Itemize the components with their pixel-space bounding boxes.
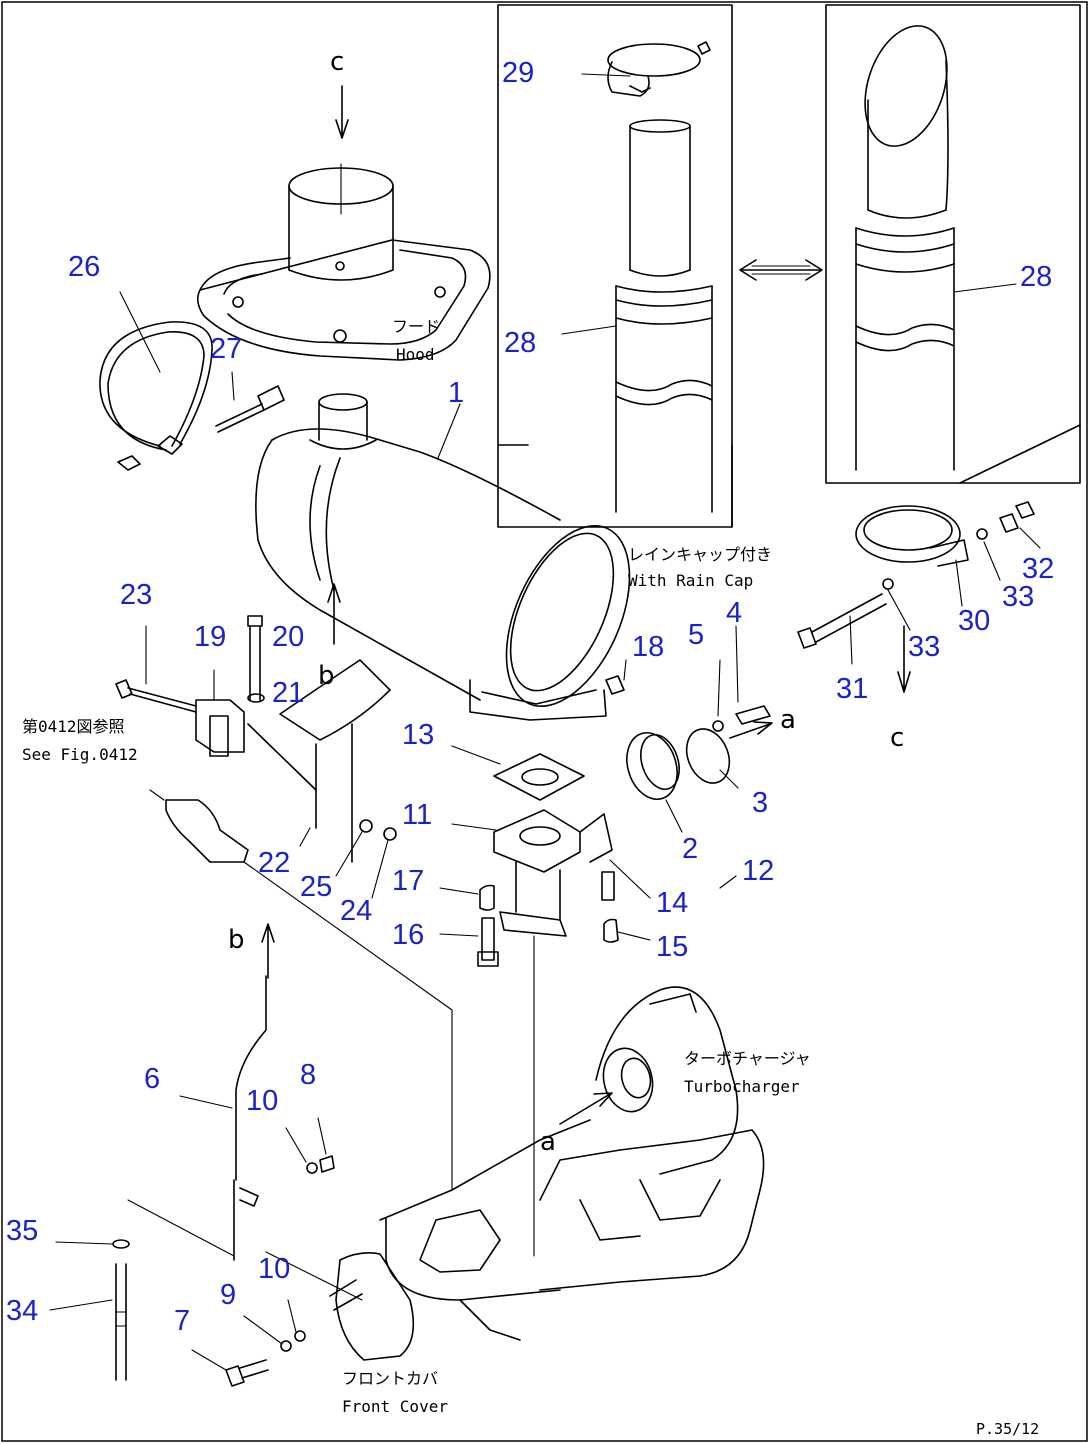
engine-bracket-part xyxy=(149,789,249,863)
bolt-23-part xyxy=(115,679,197,713)
label-front-cover-en: Front Cover xyxy=(342,1397,448,1416)
dipstick-part xyxy=(112,1239,130,1381)
washers-33 xyxy=(882,528,988,590)
callout-8: 8 xyxy=(300,1059,316,1091)
callout-32: 32 xyxy=(1022,553,1054,585)
mounting-bracket-part xyxy=(195,659,391,863)
label-rain-cap-en: With Rain Cap xyxy=(628,571,753,590)
tail-pipe-part xyxy=(615,119,713,513)
label-front-cover-jp: フロントカバ xyxy=(342,1369,438,1388)
callout-28-inset1: 28 xyxy=(504,327,536,359)
callout-20: 20 xyxy=(272,621,304,653)
callout-29: 29 xyxy=(502,57,534,89)
letter-a-lower: a xyxy=(540,1127,556,1157)
callout-10-bottom: 10 xyxy=(258,1253,290,1285)
callout-24: 24 xyxy=(340,895,372,927)
hood-part xyxy=(196,163,491,361)
bolt-27-part xyxy=(215,385,285,433)
callout-25: 25 xyxy=(300,871,332,903)
bolt-31-part xyxy=(797,593,887,649)
callout-16: 16 xyxy=(392,919,424,951)
callout-19: 19 xyxy=(194,621,226,653)
callout-6: 6 xyxy=(144,1063,160,1095)
letter-c-top: c xyxy=(330,47,344,77)
callout-9: 9 xyxy=(220,1279,236,1311)
callout-34: 34 xyxy=(6,1295,38,1327)
callout-2: 2 xyxy=(682,833,698,865)
label-see-fig-en: See Fig.0412 xyxy=(22,745,138,764)
callout-4: 4 xyxy=(726,597,742,629)
drain-tube-part xyxy=(233,975,267,1261)
bolt-20-part xyxy=(247,615,265,703)
band-clamp-part xyxy=(99,321,213,471)
rain-cap-part xyxy=(607,41,711,97)
drawing-code: P.35/12 xyxy=(976,1420,1039,1438)
label-turbo-jp: ターボチャージャ xyxy=(684,1049,811,1068)
callout-13: 13 xyxy=(402,719,434,751)
letter-c-right: c xyxy=(890,723,904,753)
small-nuts xyxy=(359,675,771,841)
callout-35: 35 xyxy=(6,1215,38,1247)
callout-1: 1 xyxy=(448,377,464,409)
callout-3: 3 xyxy=(752,787,768,819)
callout-18: 18 xyxy=(632,631,664,663)
gasket-3-part xyxy=(685,728,731,784)
ring-part xyxy=(626,732,680,800)
engine-block xyxy=(329,986,765,1361)
bolts-14-17 xyxy=(477,871,619,967)
letter-b-upper: b xyxy=(318,661,335,691)
letter-b-lower: b xyxy=(228,925,245,955)
letter-a-right: a xyxy=(780,705,796,735)
inset-angled-stack xyxy=(825,4,1081,484)
callout-23: 23 xyxy=(120,579,152,611)
callout-10-top: 10 xyxy=(246,1085,278,1117)
label-hood-jp: フード xyxy=(392,317,440,336)
callout-28-inset2: 28 xyxy=(1020,261,1052,293)
muffler-part xyxy=(255,393,631,721)
inset-rain-cap xyxy=(497,4,733,528)
bolt-7-part xyxy=(225,1359,269,1387)
callout-33-left: 33 xyxy=(908,631,940,663)
callout-22: 22 xyxy=(258,847,290,879)
callout-31: 31 xyxy=(836,673,868,705)
nut-32-part xyxy=(999,501,1035,533)
label-hood-en: Hood xyxy=(396,345,435,364)
callout-15: 15 xyxy=(656,931,688,963)
callout-7: 7 xyxy=(174,1305,190,1337)
label-turbo-en: Turbocharger xyxy=(684,1077,800,1096)
callout-33-right: 33 xyxy=(1002,581,1034,613)
text-labels: フード Hood レインキャップ付き With Rain Cap 第0412図参… xyxy=(22,317,1039,1438)
gasket-part xyxy=(493,753,585,801)
callout-11: 11 xyxy=(402,799,432,831)
callout-5: 5 xyxy=(688,619,704,651)
exhaust-elbow-part xyxy=(493,809,613,937)
callout-26: 26 xyxy=(68,251,100,283)
callout-12: 12 xyxy=(742,855,774,887)
clips-8-10 xyxy=(280,1155,335,1352)
callout-21: 21 xyxy=(272,677,304,709)
guide-lines xyxy=(127,861,535,1301)
callout-14: 14 xyxy=(656,887,688,919)
label-see-fig-jp: 第0412図参照 xyxy=(22,717,125,736)
angled-stack-part xyxy=(855,25,955,471)
callout-17: 17 xyxy=(392,865,424,897)
callout-27: 27 xyxy=(210,333,242,365)
label-rain-cap-jp: レインキャップ付き xyxy=(628,545,772,564)
flow-arrows xyxy=(261,85,911,1125)
interchange-arrow xyxy=(739,259,823,281)
pipe-clamp-part xyxy=(855,505,969,567)
leader-lines xyxy=(49,73,1041,1371)
part-callouts: 1 2 3 4 5 6 7 8 9 10 10 11 12 13 14 15 1… xyxy=(6,57,1054,1337)
callout-30: 30 xyxy=(958,605,990,637)
flow-letters: c c b b a a xyxy=(228,47,904,1157)
